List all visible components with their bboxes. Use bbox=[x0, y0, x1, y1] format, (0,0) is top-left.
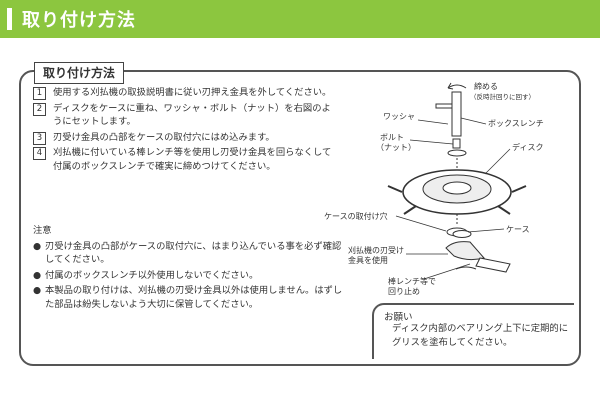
request-text: ディスク内部のベアリング上下に定期的にグリスを塗布してください。 bbox=[392, 323, 568, 348]
steps-list: 1 使用する刈払機の取扱説明書に従い刃押え金具を外してください。 2 ディスクを… bbox=[33, 86, 333, 175]
tighten-note-label: （反時計回りに回す） bbox=[470, 93, 535, 101]
tighten-label: 締める bbox=[474, 82, 498, 91]
nut-label: （ナット） bbox=[376, 143, 416, 152]
step-item: 4 刈払機に付いている棒レンチ等を使用し刃受け金具を回らなくして付属のボックスレ… bbox=[33, 146, 333, 173]
step-text: 使用する刈払機の取扱説明書に従い刃押え金具を外してください。 bbox=[53, 87, 332, 98]
box-title: 取り付け方法 bbox=[34, 62, 125, 84]
assembly-illustration bbox=[387, 82, 527, 280]
caution-item: ● 刃受け金具の凸部がケースの取付穴に、はまり込んでいる事を必ず確認してください… bbox=[33, 240, 343, 267]
blade-holder-label-2: 金具を使用 bbox=[348, 256, 388, 265]
page-title: 取り付け方法 bbox=[22, 10, 136, 31]
step-number: 3 bbox=[33, 131, 46, 145]
bullet-icon: ● bbox=[33, 240, 42, 252]
blade-tips bbox=[387, 185, 527, 215]
header-accent-mark bbox=[7, 8, 12, 30]
rod-wrench-shape bbox=[475, 257, 511, 273]
caution-text: 本製品の取り付けは、刈払機の刃受け金具以外は使用しません。はずした部品は紛失しな… bbox=[45, 285, 343, 310]
case-label: ケース bbox=[506, 225, 530, 234]
stop-label-1: 棒レンチ等で bbox=[388, 277, 436, 286]
instruction-frame bbox=[19, 70, 581, 366]
step-item: 3 刃受け金具の凸部をケースの取付穴にはめ込みます。 bbox=[33, 131, 333, 145]
request-box bbox=[372, 303, 574, 359]
caution-notes: 注意 ● 刃受け金具の凸部がケースの取付穴に、はまり込んでいる事を必ず確認してく… bbox=[33, 224, 343, 313]
washer-label: ワッシャ bbox=[383, 112, 415, 121]
bolt-shape bbox=[452, 138, 461, 149]
caution-text: 刃受け金具の凸部がケースの取付穴に、はまり込んでいる事を必ず確認してください。 bbox=[45, 240, 342, 266]
trimmer-head-shape bbox=[445, 241, 485, 261]
bullet-icon: ● bbox=[33, 269, 42, 281]
caution-text: 付属のボックスレンチ以外使用しないでください。 bbox=[45, 269, 259, 281]
header-bar: 取り付け方法 bbox=[0, 0, 600, 38]
caution-item: ● 本製品の取り付けは、刈払機の刃受け金具以外は使用しません。はずした部品は紛失… bbox=[33, 284, 343, 311]
caution-item: ● 付属のボックスレンチ以外使用しないでください。 bbox=[33, 269, 343, 283]
step-text: 刈払機に付いている棒レンチ等を使用し刃受け金具を回らなくして付属のボックスレンチ… bbox=[53, 147, 332, 172]
step-text: 刃受け金具の凸部をケースの取付穴にはめ込みます。 bbox=[53, 131, 275, 143]
bullet-icon: ● bbox=[33, 285, 42, 296]
rotation-arrow bbox=[447, 84, 467, 89]
box-wrench-label: ボックスレンチ bbox=[488, 119, 544, 128]
step-number: 4 bbox=[33, 147, 46, 160]
step-item: 1 使用する刈払機の取扱説明書に従い刃押え金具を外してください。 bbox=[33, 86, 333, 100]
step-text: ディスクをケースに重ね、ワッシャ・ボルト（ナット）を右図のようにセットします。 bbox=[53, 102, 331, 128]
blade-holder-label-1: 刈払機の刃受け bbox=[348, 246, 404, 255]
stop-label-2: 回り止め bbox=[388, 287, 420, 296]
request-heading: お願い bbox=[384, 312, 413, 323]
step-number: 2 bbox=[33, 102, 46, 116]
washer-shape bbox=[447, 149, 467, 157]
box-wrench bbox=[451, 91, 462, 137]
wrench-handle bbox=[435, 103, 453, 109]
disc-label: ディスク bbox=[512, 143, 544, 152]
step-item: 2 ディスクをケースに重ね、ワッシャ・ボルト（ナット）を右図のようにセットします… bbox=[33, 102, 333, 129]
assembly-diagram: 締める （反時計回りに回す） ワッシャ ボックスレンチ ボルト （ナット） ディ… bbox=[320, 74, 580, 299]
bolt-label: ボルト bbox=[380, 133, 404, 142]
caution-heading: 注意 bbox=[33, 225, 52, 236]
step-number: 1 bbox=[33, 87, 46, 100]
case-hole-label: ケースの取付け穴 bbox=[324, 212, 388, 221]
